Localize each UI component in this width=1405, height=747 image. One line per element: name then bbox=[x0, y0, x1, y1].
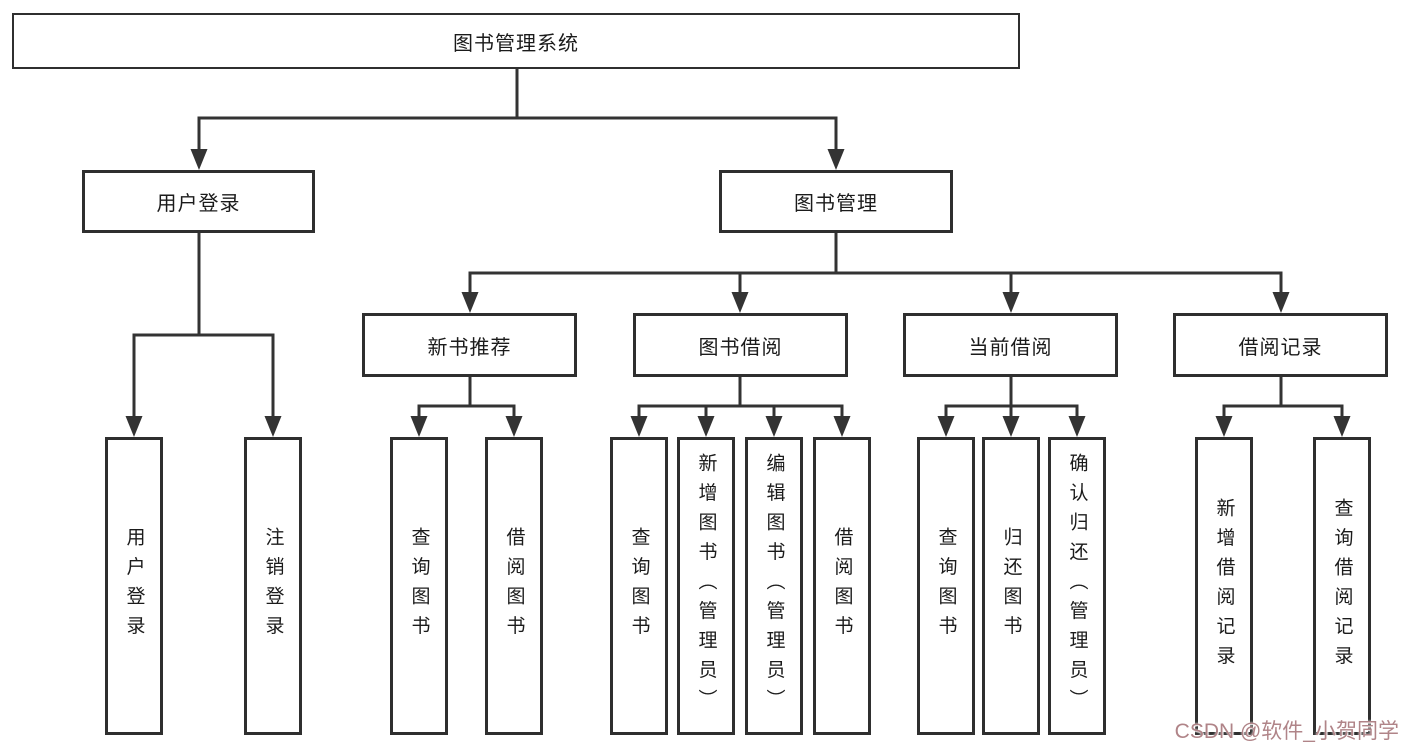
node-root-label: 图书管理系统 bbox=[453, 32, 579, 55]
node-current-borrow-label: 当前借阅 bbox=[968, 336, 1053, 359]
leaf-query-borrow-record-label: 查询借阅记录 bbox=[1331, 497, 1353, 675]
leaf-add-borrow-record: 新增借阅记录 bbox=[1195, 437, 1253, 735]
node-user-login: 用户登录 bbox=[82, 170, 315, 233]
leaf-borrow-book-2-label: 借阅图书 bbox=[831, 527, 853, 645]
node-book-management: 图书管理 bbox=[719, 170, 953, 233]
leaf-query-book-1-label: 查询图书 bbox=[408, 527, 430, 645]
node-book-borrow-label: 图书借阅 bbox=[698, 336, 783, 359]
leaf-borrow-book-1-label: 借阅图书 bbox=[503, 527, 525, 645]
leaf-query-book-1: 查询图书 bbox=[390, 437, 448, 735]
node-book-borrow: 图书借阅 bbox=[633, 313, 848, 377]
leaf-logout: 注销登录 bbox=[244, 437, 302, 735]
leaf-edit-book-label: 编辑图书（管理员） bbox=[763, 453, 785, 719]
node-user-login-label: 用户登录 bbox=[156, 193, 241, 215]
leaf-confirm-return-label: 确认归还（管理员） bbox=[1066, 453, 1088, 719]
node-new-book-recommend-label: 新书推荐 bbox=[427, 336, 512, 359]
leaf-return-book: 归还图书 bbox=[982, 437, 1040, 735]
node-new-book-recommend: 新书推荐 bbox=[362, 313, 577, 377]
leaf-return-book-label: 归还图书 bbox=[1000, 527, 1022, 645]
leaf-user-login: 用户登录 bbox=[105, 437, 163, 735]
leaf-add-book: 新增图书（管理员） bbox=[677, 437, 735, 735]
leaf-confirm-return: 确认归还（管理员） bbox=[1048, 437, 1106, 735]
node-borrow-records-label: 借阅记录 bbox=[1238, 336, 1323, 359]
leaf-edit-book: 编辑图书（管理员） bbox=[745, 437, 803, 735]
leaf-borrow-book-2: 借阅图书 bbox=[813, 437, 871, 735]
node-current-borrow: 当前借阅 bbox=[903, 313, 1118, 377]
leaf-logout-label: 注销登录 bbox=[262, 527, 284, 645]
leaf-query-book-3-label: 查询图书 bbox=[935, 527, 957, 645]
node-book-management-label: 图书管理 bbox=[794, 193, 878, 215]
leaf-query-book-2-label: 查询图书 bbox=[628, 527, 650, 645]
node-borrow-records: 借阅记录 bbox=[1173, 313, 1388, 377]
leaf-add-borrow-record-label: 新增借阅记录 bbox=[1213, 497, 1235, 675]
csdn-watermark: CSDN @软件_小贺同学 bbox=[1174, 720, 1399, 743]
leaf-query-book-2: 查询图书 bbox=[610, 437, 668, 735]
leaf-add-book-label: 新增图书（管理员） bbox=[695, 453, 717, 719]
leaf-query-borrow-record: 查询借阅记录 bbox=[1313, 437, 1371, 735]
node-root: 图书管理系统 bbox=[12, 13, 1020, 69]
leaf-query-book-3: 查询图书 bbox=[917, 437, 975, 735]
leaf-user-login-label: 用户登录 bbox=[123, 527, 145, 645]
leaf-borrow-book-1: 借阅图书 bbox=[485, 437, 543, 735]
